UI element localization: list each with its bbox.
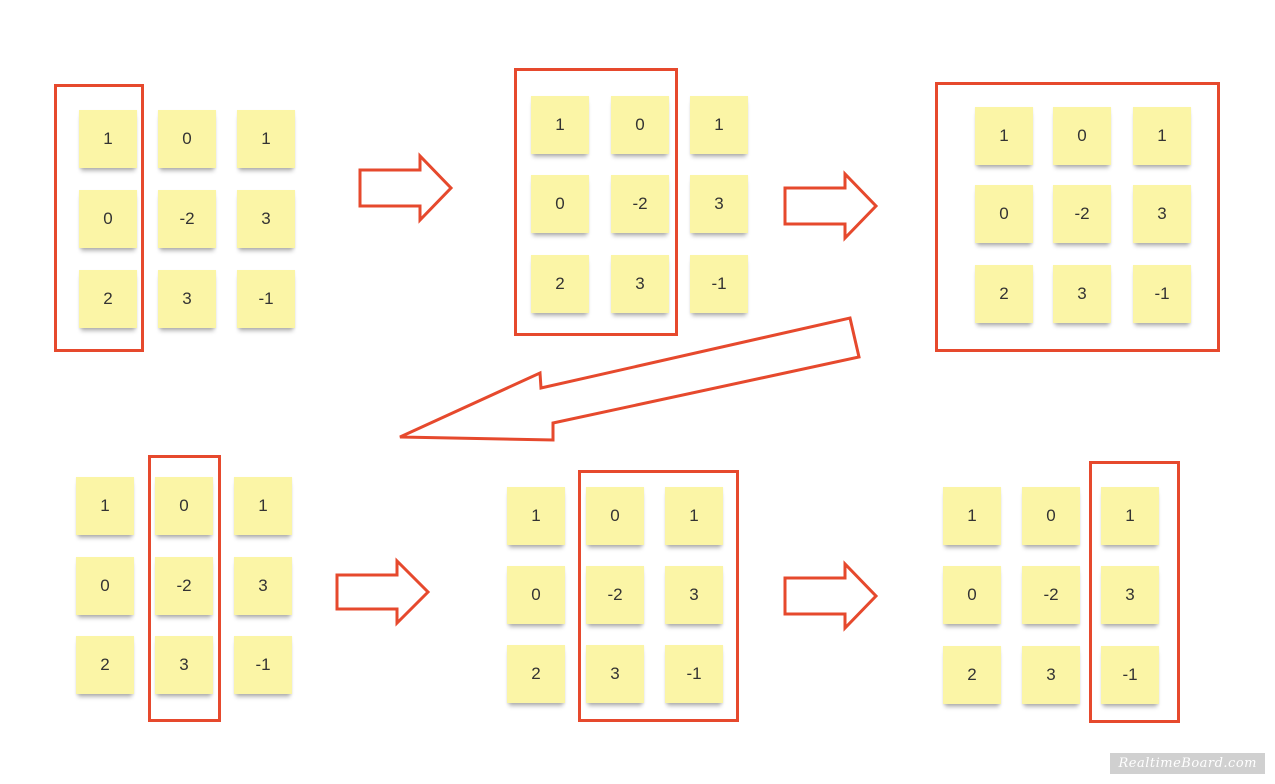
sticky-note[interactable]: -2 xyxy=(155,557,213,615)
sticky-note[interactable]: 3 xyxy=(158,270,216,328)
sticky-note[interactable]: 1 xyxy=(76,477,134,535)
sticky-note[interactable]: 2 xyxy=(76,636,134,694)
highlight-frame xyxy=(1089,461,1180,723)
block-arrow xyxy=(399,316,861,442)
block-arrow xyxy=(783,560,879,632)
sticky-note[interactable]: 3 xyxy=(690,175,748,233)
highlight-frame xyxy=(514,68,678,336)
sticky-note[interactable]: 1 xyxy=(1133,107,1191,165)
sticky-note[interactable]: -1 xyxy=(1133,265,1191,323)
block-arrow xyxy=(358,152,454,224)
sticky-note[interactable]: 1 xyxy=(531,96,589,154)
sticky-note[interactable]: -2 xyxy=(611,175,669,233)
highlight-frame xyxy=(54,84,144,352)
sticky-note[interactable]: 0 xyxy=(975,185,1033,243)
sticky-note[interactable]: 0 xyxy=(158,110,216,168)
sticky-note[interactable]: 0 xyxy=(1022,487,1080,545)
sticky-note[interactable]: -2 xyxy=(586,566,644,624)
sticky-note[interactable]: 3 xyxy=(1101,566,1159,624)
highlight-frame xyxy=(578,470,739,722)
sticky-note[interactable]: 2 xyxy=(943,646,1001,704)
sticky-note[interactable]: 2 xyxy=(531,255,589,313)
sticky-note[interactable]: 0 xyxy=(155,477,213,535)
sticky-note[interactable]: -2 xyxy=(158,190,216,248)
block-arrow xyxy=(335,557,431,627)
sticky-note[interactable]: 0 xyxy=(586,487,644,545)
block-arrow xyxy=(783,170,879,242)
sticky-note[interactable]: 3 xyxy=(611,255,669,313)
sticky-note[interactable]: 1 xyxy=(975,107,1033,165)
sticky-note[interactable]: 3 xyxy=(665,566,723,624)
sticky-note[interactable]: 0 xyxy=(943,566,1001,624)
sticky-note[interactable]: 0 xyxy=(531,175,589,233)
sticky-note[interactable]: 0 xyxy=(611,96,669,154)
sticky-note[interactable]: 1 xyxy=(234,477,292,535)
sticky-note[interactable]: -1 xyxy=(690,255,748,313)
sticky-note[interactable]: -1 xyxy=(237,270,295,328)
highlight-frame xyxy=(148,455,221,722)
sticky-note[interactable]: 1 xyxy=(79,110,137,168)
sticky-note[interactable]: 2 xyxy=(975,265,1033,323)
sticky-note[interactable]: -1 xyxy=(1101,646,1159,704)
sticky-note[interactable]: -1 xyxy=(665,645,723,703)
sticky-note[interactable]: -2 xyxy=(1022,566,1080,624)
sticky-note[interactable]: 0 xyxy=(76,557,134,615)
sticky-note[interactable]: 1 xyxy=(943,487,1001,545)
sticky-note[interactable]: 1 xyxy=(507,487,565,545)
sticky-note[interactable]: 0 xyxy=(507,566,565,624)
sticky-note[interactable]: 3 xyxy=(1022,646,1080,704)
sticky-note[interactable]: 3 xyxy=(1053,265,1111,323)
sticky-note[interactable]: 3 xyxy=(234,557,292,615)
sticky-note[interactable]: 1 xyxy=(1101,487,1159,545)
sticky-note[interactable]: 1 xyxy=(665,487,723,545)
sticky-note[interactable]: 3 xyxy=(155,636,213,694)
sticky-note[interactable]: 3 xyxy=(1133,185,1191,243)
highlight-frame xyxy=(935,82,1220,352)
sticky-note[interactable]: 3 xyxy=(586,645,644,703)
watermark-logo: RealtimeBoard.com xyxy=(1110,753,1265,774)
sticky-note[interactable]: 2 xyxy=(507,645,565,703)
sticky-note[interactable]: 0 xyxy=(79,190,137,248)
sticky-note[interactable]: 1 xyxy=(237,110,295,168)
sticky-note[interactable]: 0 xyxy=(1053,107,1111,165)
sticky-note[interactable]: 3 xyxy=(237,190,295,248)
sticky-note[interactable]: 1 xyxy=(690,96,748,154)
sticky-note[interactable]: -2 xyxy=(1053,185,1111,243)
sticky-note[interactable]: -1 xyxy=(234,636,292,694)
sticky-note[interactable]: 2 xyxy=(79,270,137,328)
